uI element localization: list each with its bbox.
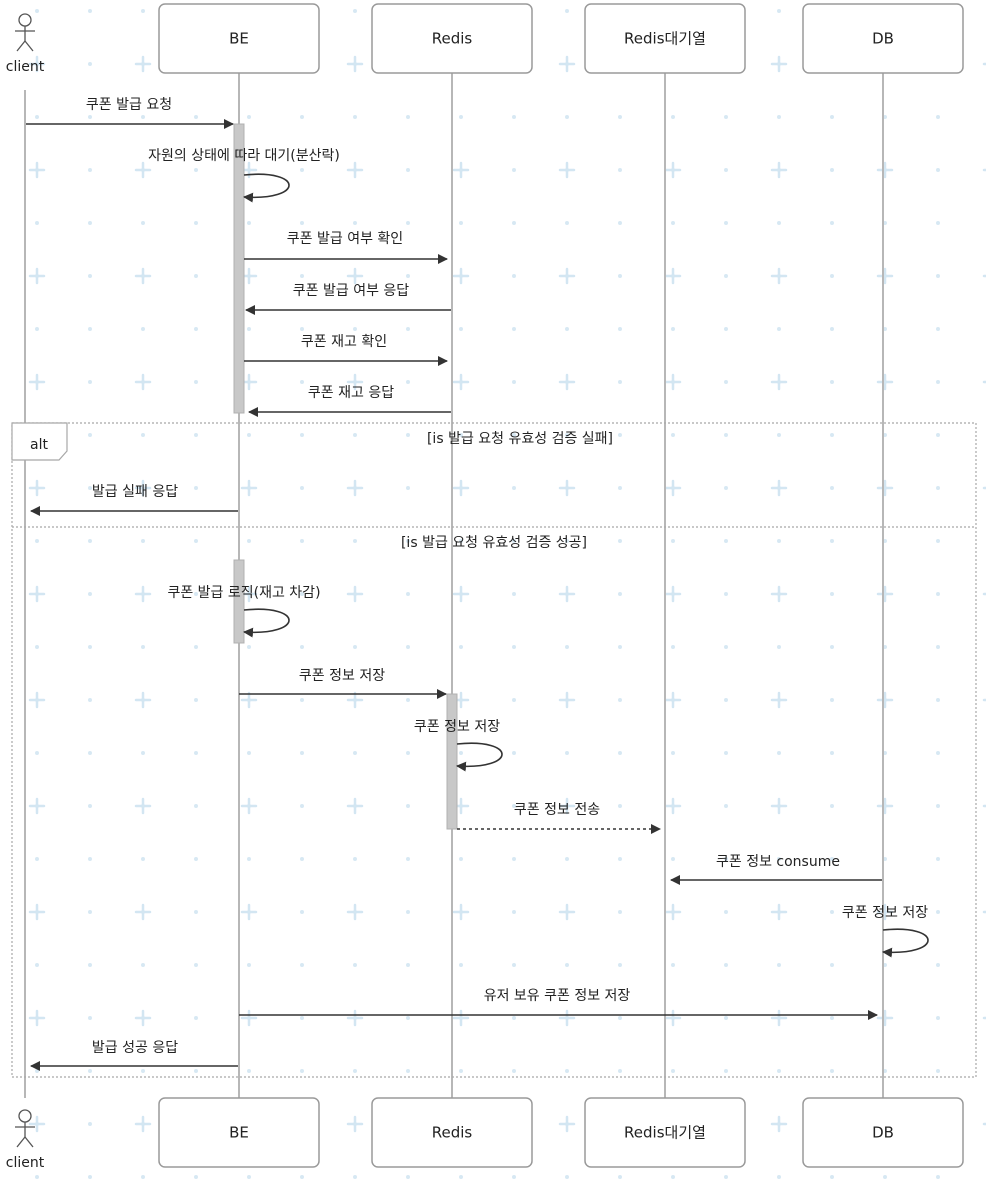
alt-frame: alt [is 발급 요청 유효성 검증 실패] [is 발급 요청 유효성 검증 … — [11, 422, 977, 1078]
message-4: 쿠폰 발급 여부 응답 — [245, 283, 451, 315]
message-8: 쿠폰 발급 로직(재고 차감) — [167, 585, 321, 638]
message-11: 쿠폰 정보 전송 — [457, 802, 661, 834]
message-15: 발급 성공 응답 — [30, 1040, 238, 1071]
message-1: 쿠폰 발급 요청 — [26, 97, 234, 129]
participant-queue-bottom: Redis대기열 — [584, 1097, 746, 1168]
alt-condition: [is 발급 요청 유효성 검증 성공] — [401, 535, 587, 551]
activation-bar — [233, 559, 245, 644]
message-label: 쿠폰 정보 저장 — [842, 905, 928, 921]
participant-box — [802, 3, 964, 74]
actor-bottom: client — [6, 1109, 45, 1171]
message-label: 쿠폰 발급 여부 확인 — [287, 231, 403, 247]
actor-head-icon — [18, 13, 32, 27]
message-6: 쿠폰 재고 응답 — [248, 385, 451, 417]
message-13: 쿠폰 정보 저장 — [842, 905, 929, 958]
actor-label: client — [6, 1155, 45, 1171]
actor-leg-right — [24, 1136, 34, 1148]
message-9: 쿠폰 정보 저장 — [239, 668, 447, 699]
participant-be-top: BE — [158, 3, 320, 74]
message-label: 쿠폰 정보 consume — [716, 854, 840, 870]
message-10: 쿠폰 정보 저장 — [414, 719, 503, 772]
message-label: 쿠폰 정보 저장 — [414, 719, 500, 735]
self-message-arrow — [243, 608, 290, 638]
actor-leg-left — [16, 1136, 26, 1148]
participant-queue-top: Redis대기열 — [584, 3, 746, 74]
participant-label: Redis — [432, 1124, 473, 1142]
participant-label: DB — [872, 1124, 894, 1142]
message-label: 쿠폰 정보 저장 — [299, 668, 385, 684]
alt-frame-border — [11, 422, 977, 1078]
message-label: 발급 성공 응답 — [92, 1040, 178, 1056]
message-12: 쿠폰 정보 consume — [670, 854, 882, 885]
message-7: 발급 실패 응답 — [30, 484, 238, 516]
participant-heads: clientclientBEBERedisRedisRedis대기열Redis대… — [6, 3, 964, 1171]
participant-redis-top: Redis — [371, 3, 533, 74]
participant-box — [584, 1097, 746, 1168]
actor-leg-right — [24, 40, 34, 52]
message-3: 쿠폰 발급 여부 확인 — [244, 231, 448, 264]
message-2: 자원의 상태에 따라 대기(분산락) — [148, 148, 340, 203]
participant-db-top: DB — [802, 3, 964, 74]
participant-label: BE — [229, 30, 249, 48]
participant-label: Redis대기열 — [624, 30, 706, 48]
message-label: 쿠폰 재고 응답 — [308, 385, 394, 401]
participant-redis-bottom: Redis — [371, 1097, 533, 1168]
participant-label: Redis대기열 — [624, 1124, 706, 1142]
message-label: 발급 실패 응답 — [92, 484, 178, 500]
participant-box — [371, 3, 533, 74]
participant-db-bottom: DB — [802, 1097, 964, 1168]
participant-label: DB — [872, 30, 894, 48]
message-14: 유저 보유 쿠폰 정보 저장 — [239, 988, 878, 1020]
actor-head-icon — [18, 1109, 32, 1123]
alt-condition: [is 발급 요청 유효성 검증 실패] — [427, 431, 613, 447]
message-label: 쿠폰 재고 확인 — [301, 334, 387, 350]
participant-box — [158, 3, 320, 74]
participant-box — [802, 1097, 964, 1168]
message-label: 쿠폰 정보 전송 — [514, 802, 600, 818]
activation-bar — [446, 693, 458, 830]
message-label: 쿠폰 발급 로직(재고 차감) — [167, 585, 320, 601]
activation-bar — [233, 123, 245, 414]
participant-box — [584, 3, 746, 74]
message-label: 유저 보유 쿠폰 정보 저장 — [484, 988, 631, 1004]
participant-label: BE — [229, 1124, 249, 1142]
message-label: 쿠폰 발급 요청 — [86, 97, 172, 113]
alt-label: alt — [30, 437, 48, 453]
activation-bars — [233, 123, 458, 830]
actor-leg-left — [16, 40, 26, 52]
participant-label: Redis — [432, 30, 473, 48]
self-message-arrow — [243, 173, 290, 203]
self-message-arrow — [882, 928, 929, 958]
message-label: 쿠폰 발급 여부 응답 — [293, 283, 410, 299]
actor-top: client — [6, 13, 45, 75]
message-label: 자원의 상태에 따라 대기(분산락) — [148, 148, 340, 164]
self-message-arrow — [456, 742, 503, 772]
participant-box — [371, 1097, 533, 1168]
alt-tab — [11, 422, 68, 461]
actor-label: client — [6, 59, 45, 75]
participant-box — [158, 1097, 320, 1168]
message-5: 쿠폰 재고 확인 — [244, 334, 448, 366]
participant-be-bottom: BE — [158, 1097, 320, 1168]
